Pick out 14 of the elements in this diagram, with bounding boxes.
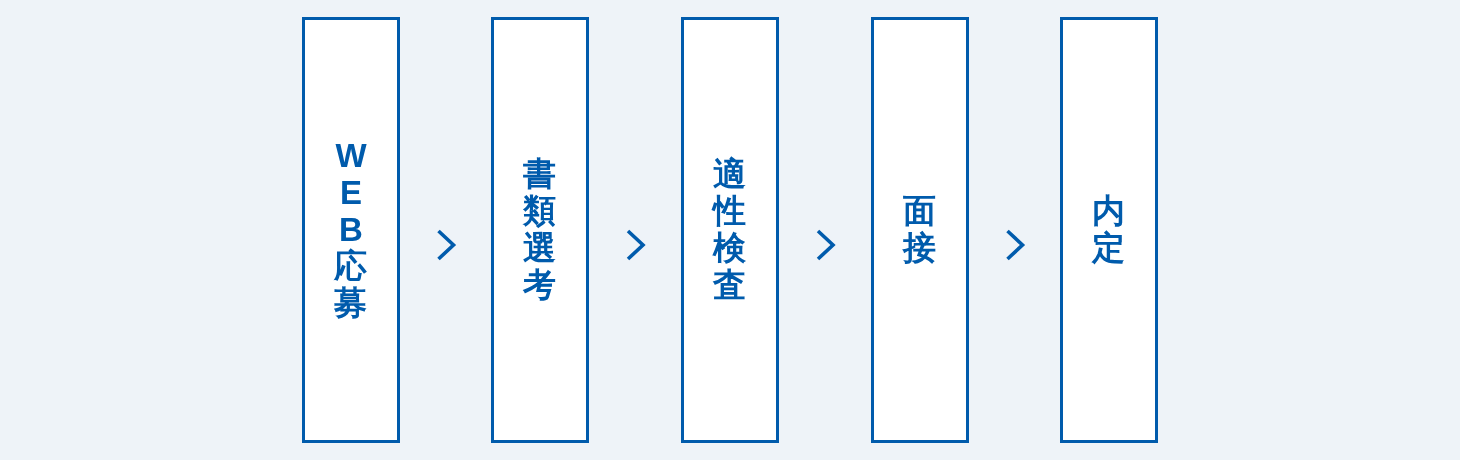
step-label: WEB応募: [333, 137, 369, 323]
step-label: 内定: [1090, 193, 1127, 267]
chevron-arrow: [1006, 229, 1026, 261]
step-box: [681, 17, 779, 443]
chevron-arrow: [626, 229, 646, 261]
step-box: [1060, 17, 1158, 443]
chevron-arrow: [816, 229, 836, 261]
step-label: 書類選考: [522, 156, 558, 304]
chevron-arrow: [437, 229, 457, 261]
step-box: [302, 17, 400, 443]
step-label: 面接: [901, 193, 938, 267]
step-label: 適性検査: [711, 156, 748, 304]
step-box: [491, 17, 589, 443]
step-box: [871, 17, 969, 443]
